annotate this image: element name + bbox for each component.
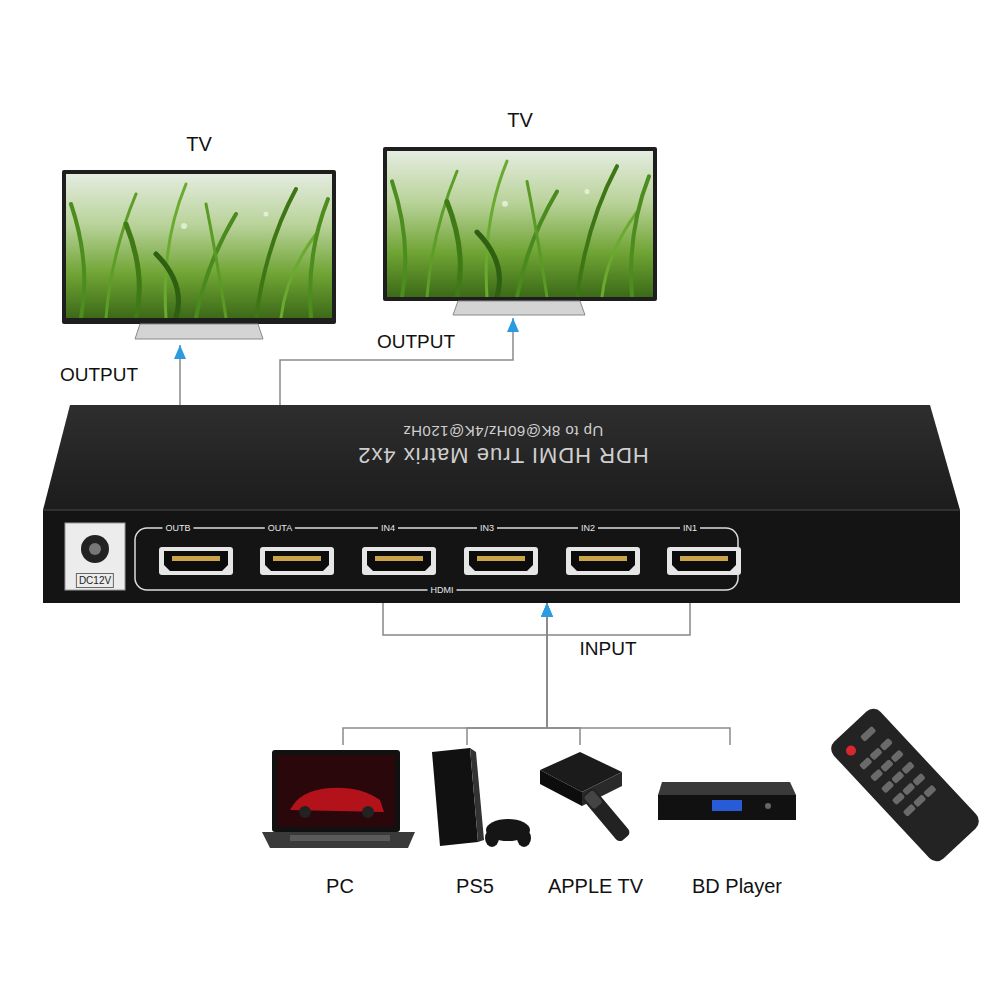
tv-screen: TV <box>58 128 340 345</box>
port-label: OUTB <box>162 522 193 534</box>
signal-connector <box>547 603 580 745</box>
signal-connector <box>547 603 730 745</box>
product-title: HDR HDMI True Matrix 4x2 <box>163 441 843 469</box>
device-label: APPLE TV <box>533 874 658 898</box>
source-device: APPLE TV <box>533 745 658 905</box>
matrix-switch: HDR HDMI True Matrix 4x2Up to 8K@60Hz/4K… <box>43 405 960 603</box>
signal-connector <box>343 603 547 745</box>
signal-connector <box>467 603 547 745</box>
flow-label: INPUT <box>580 638 637 660</box>
device-label: PC <box>262 874 418 898</box>
product-spec: Up to 8K@60Hz/4K@120Hz <box>163 421 843 441</box>
device-label: PS5 <box>420 874 530 898</box>
power-label: DC12V <box>76 573 114 588</box>
source-device: PS5 <box>420 745 530 905</box>
signal-connector <box>280 318 513 405</box>
tv-heading: TV <box>58 132 340 156</box>
signal-connector <box>179 345 181 405</box>
flow-label: OUTPUT <box>60 364 138 386</box>
tv-heading: TV <box>380 108 660 132</box>
port-label: IN1 <box>680 522 700 534</box>
label-group: HDR HDMI True Matrix 4x2Up to 8K@60Hz/4K… <box>163 421 843 469</box>
device-label: BD Player <box>662 874 812 898</box>
tv-screen: TV <box>380 104 660 318</box>
port-label: IN3 <box>477 522 497 534</box>
port-label: IN4 <box>378 522 398 534</box>
port-label: HDMI <box>428 584 457 596</box>
flow-label: OUTPUT <box>377 331 455 353</box>
source-device: BD Player <box>662 745 812 905</box>
source-device: PC <box>262 745 418 905</box>
port-label: OUTA <box>265 522 295 534</box>
port-label: IN2 <box>578 522 598 534</box>
